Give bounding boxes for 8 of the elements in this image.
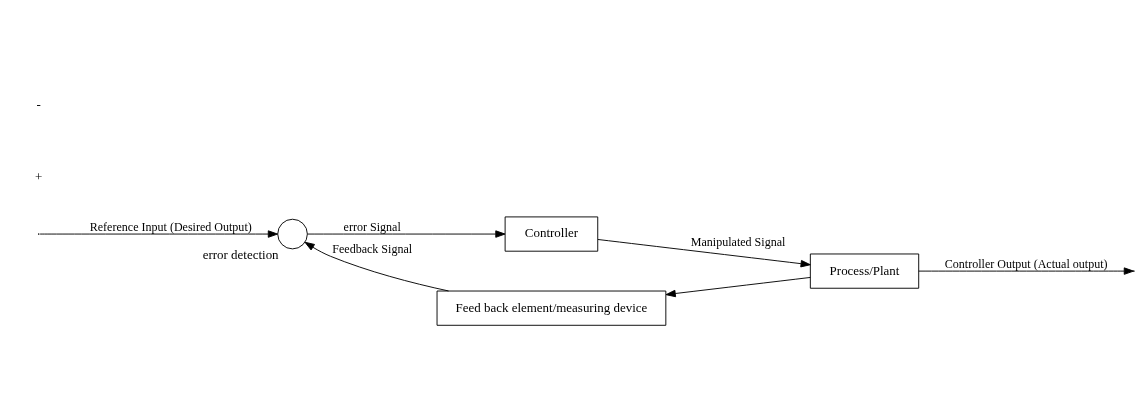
label: + [35, 168, 43, 184]
edge-label: error Signal [343, 219, 401, 234]
label: - [36, 95, 41, 111]
edge-label: Manipulated Signal [690, 235, 786, 250]
edge-label: Controller Output (Actual output) [944, 256, 1108, 271]
node-label: error detection [202, 247, 279, 263]
edge-label: Feedback Signal [332, 241, 413, 256]
edge-label: Reference Input (Desired Output) [89, 219, 252, 234]
